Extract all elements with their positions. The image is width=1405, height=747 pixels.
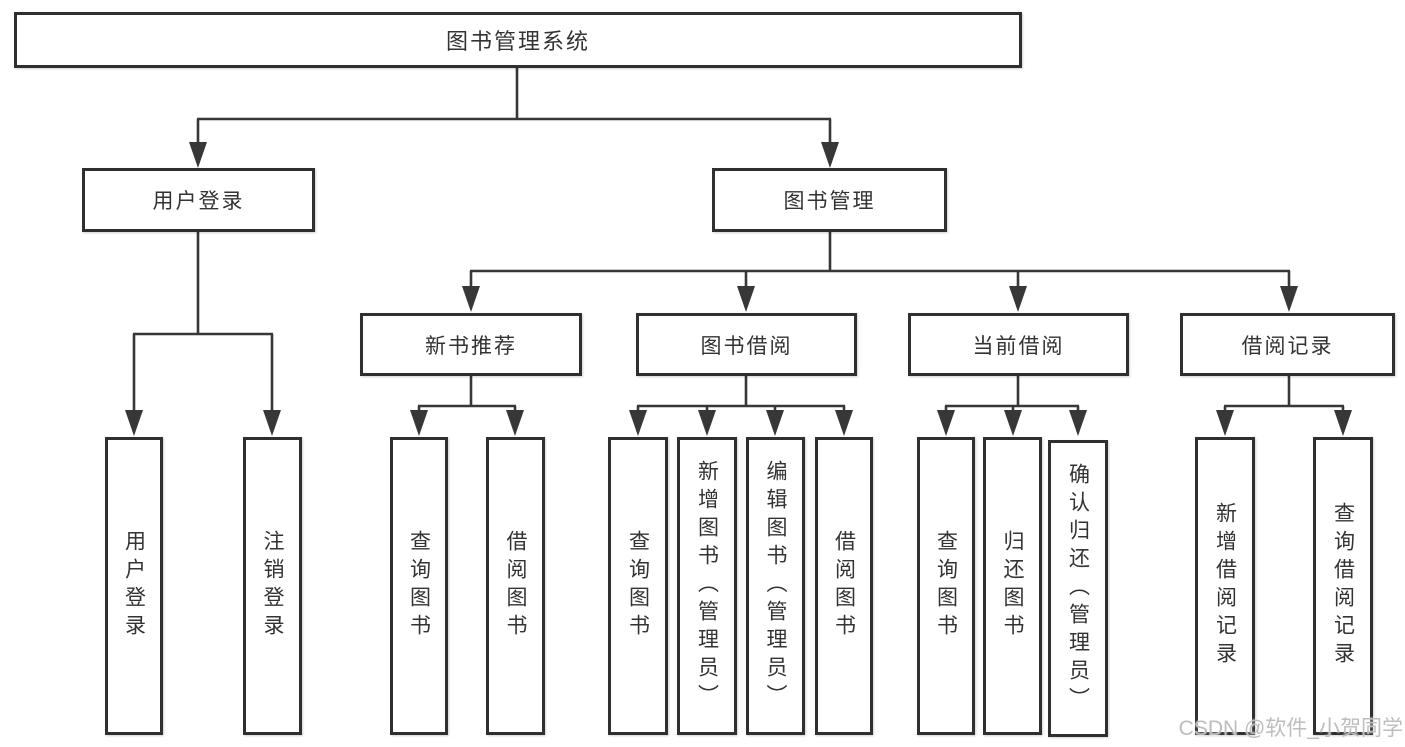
- node-library-system-label: 图书管理系统: [445, 29, 590, 54]
- node-new-book-recommend-label: 新书推荐: [425, 334, 517, 358]
- node-new-book-recommend: 新书推荐: [360, 313, 582, 376]
- leaf-bb-borrow-book: 借阅图书: [815, 437, 873, 735]
- leaf-cb-confirm-return-admin: 确认归还（管理员）: [1048, 440, 1108, 737]
- leaf-cb-query-book-label: 查询图书: [934, 530, 958, 642]
- node-borrow-records-label: 借阅记录: [1241, 334, 1334, 358]
- leaf-logout: 注销登录: [243, 437, 302, 735]
- leaf-bb-query-book: 查询图书: [608, 437, 668, 735]
- node-user-login-label: 用户登录: [152, 190, 245, 213]
- leaf-cb-return-book: 归还图书: [983, 437, 1042, 735]
- node-book-borrow-label: 图书借阅: [700, 334, 793, 358]
- leaf-rec-borrow-book: 借阅图书: [486, 437, 545, 735]
- node-book-borrow: 图书借阅: [636, 313, 857, 376]
- node-library-system: 图书管理系统: [14, 12, 1022, 68]
- node-current-borrow-label: 当前借阅: [972, 334, 1065, 358]
- leaf-cb-return-book-label: 归还图书: [1001, 530, 1024, 642]
- leaf-cb-query-book: 查询图书: [917, 437, 975, 735]
- node-book-management: 图书管理: [712, 168, 947, 232]
- leaf-cb-confirm-return-admin-label: 确认归还（管理员）: [1066, 462, 1090, 715]
- leaf-bb-edit-book-admin-label: 编辑图书（管理员）: [764, 460, 787, 712]
- leaf-user-login: 用户登录: [105, 437, 163, 735]
- leaf-bb-query-book-label: 查询图书: [626, 530, 650, 642]
- leaf-bb-add-book-admin-label: 新增图书（管理员）: [695, 460, 719, 712]
- watermark-text: CSDN @软件_小贺同学: [1178, 717, 1403, 740]
- leaf-bb-edit-book-admin: 编辑图书（管理员）: [746, 437, 805, 735]
- leaf-br-query-record: 查询借阅记录: [1313, 437, 1373, 735]
- leaf-br-add-record: 新增借阅记录: [1195, 437, 1255, 735]
- node-borrow-records: 借阅记录: [1180, 313, 1395, 376]
- node-user-login: 用户登录: [82, 168, 315, 232]
- leaf-br-add-record-label: 新增借阅记录: [1213, 502, 1237, 670]
- leaf-rec-borrow-book-label: 借阅图书: [504, 530, 527, 642]
- leaf-bb-borrow-book-label: 借阅图书: [832, 530, 856, 642]
- leaf-bb-add-book-admin: 新增图书（管理员）: [677, 437, 737, 735]
- leaf-rec-query-book-label: 查询图书: [407, 530, 431, 642]
- node-book-management-label: 图书管理: [783, 190, 876, 213]
- leaf-user-login-label: 用户登录: [122, 530, 146, 642]
- node-current-borrow: 当前借阅: [908, 313, 1129, 376]
- leaf-br-query-record-label: 查询借阅记录: [1331, 502, 1355, 670]
- leaf-rec-query-book: 查询图书: [390, 437, 448, 735]
- leaf-logout-label: 注销登录: [261, 530, 284, 642]
